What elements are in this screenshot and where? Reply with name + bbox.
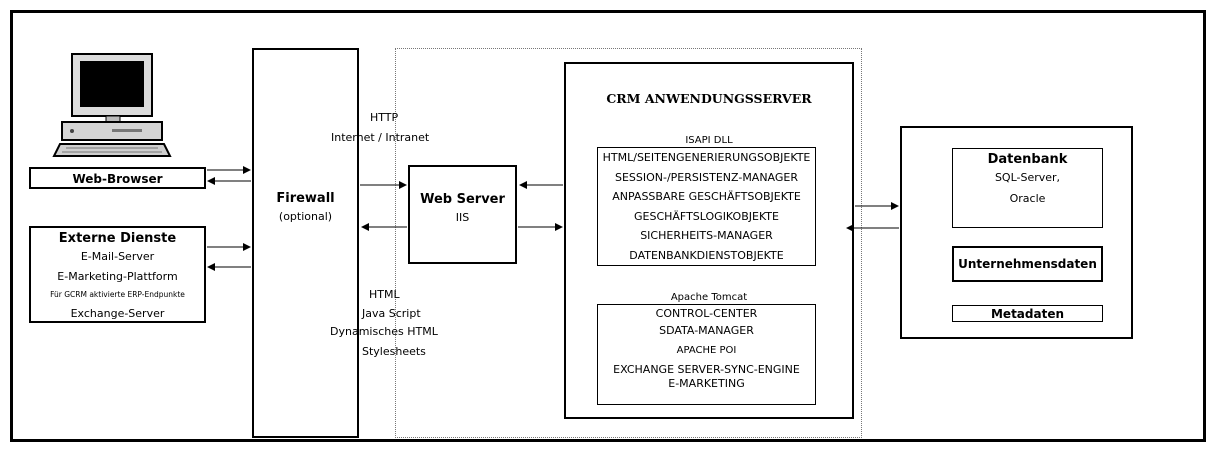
isapi-dll-box: HTML/SEITENGENERIERUNGSOBJEKTE SESSION-/… [597, 147, 816, 266]
network-label: Internet / Intranet [331, 131, 430, 144]
tomcat-item: SDATA-MANAGER [659, 324, 754, 337]
external-service-item: Für GCRM aktivierte ERP-Endpunkte [50, 290, 185, 299]
tomcat-item: CONTROL-CENTER [655, 307, 758, 320]
isapi-item: SESSION-/PERSISTENZ-MANAGER [614, 170, 799, 184]
firewall-box: Firewall (optional) [252, 48, 359, 438]
external-service-item: E-Mail-Server [80, 250, 155, 263]
external-service-item: E-Marketing-Plattform [57, 270, 178, 283]
web-browser-box: Web-Browser [29, 167, 206, 189]
tomcat-label: Apache Tomcat [670, 292, 748, 303]
web-server-box: Web Server IIS [408, 165, 517, 264]
tomcat-item: APACHE POI [676, 345, 737, 356]
stylesheets-label: Stylesheets [362, 345, 426, 358]
isapi-label: ISAPI DLL [685, 135, 733, 146]
database-engine: SQL-Server, [994, 171, 1061, 184]
web-browser-label: Web-Browser [72, 172, 163, 186]
external-services-box: Externe Dienste E-Mail-Server E-Marketin… [29, 226, 206, 323]
html-label: HTML [369, 288, 400, 301]
web-server-title: Web Server [420, 192, 505, 207]
isapi-item: GESCHÄFTSLOGIKOBJEKTE [634, 209, 779, 223]
dynamic-html-label: Dynamisches HTML [330, 325, 438, 338]
computer-icon [52, 53, 172, 157]
isapi-item: DATENBANKDIENSTOBJEKTE [629, 248, 784, 262]
isapi-item: HTML/SEITENGENERIERUNGSOBJEKTE [602, 151, 811, 164]
tomcat-item: EXCHANGE SERVER-SYNC-ENGINE [613, 363, 800, 376]
web-server-subtitle: IIS [455, 211, 470, 224]
firewall-title: Firewall [276, 191, 335, 206]
metadata-box: Metadaten [952, 305, 1103, 322]
http-label: HTTP [370, 111, 399, 124]
crm-title: CRM ANWENDUNGSSERVER [606, 91, 812, 106]
external-services-title: Externe Dienste [58, 231, 177, 246]
application-zone [395, 48, 862, 438]
isapi-item: SICHERHEITS-MANAGER [640, 229, 773, 242]
firewall-subtitle: (optional) [278, 210, 333, 223]
tomcat-box: CONTROL-CENTER SDATA-MANAGER APACHE POI … [597, 304, 816, 405]
company-data-box: Unternehmensdaten [952, 246, 1103, 282]
database-box: Datenbank SQL-Server, Oracle [952, 148, 1103, 228]
metadata-label: Metadaten [990, 307, 1065, 321]
tomcat-item: E-MARKETING [668, 377, 745, 390]
javascript-label: Java Script [362, 307, 421, 320]
database-engine: Oracle [1009, 192, 1046, 205]
company-data-label: Unternehmensdaten [958, 257, 1097, 271]
external-service-item: Exchange-Server [70, 307, 165, 320]
database-title: Datenbank [987, 152, 1068, 167]
isapi-item: ANPASSBARE GESCHÄFTSOBJEKTE [612, 190, 801, 203]
diagram-frame [10, 10, 1206, 442]
